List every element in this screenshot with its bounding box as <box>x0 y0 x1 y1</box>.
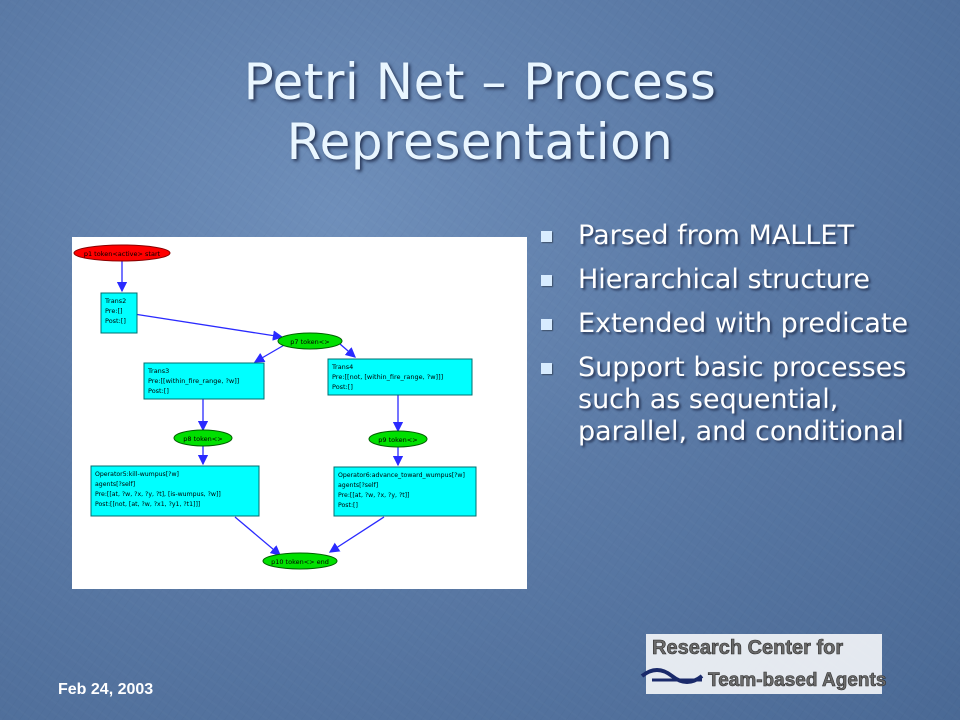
place-p7-label: p7 token<> <box>290 338 329 346</box>
place-p10-end <box>262 552 338 570</box>
arcs <box>116 260 404 556</box>
bullet-text: Support basic processes such as sequenti… <box>578 352 907 447</box>
arc-p7-trans3 <box>253 343 287 363</box>
bullet-text: Hierarchical structure <box>578 264 871 295</box>
transition-trans4-text: Trans4 Pre:[[not, [within_fire_range, ?w… <box>331 363 445 391</box>
place-p9-label: p9 token<> <box>378 436 417 444</box>
logo-line-2: Team-based Agents <box>708 670 886 691</box>
bullet-text: Extended with predicate <box>578 308 909 339</box>
transition-trans4 <box>327 358 473 396</box>
place-p8 <box>173 429 233 447</box>
logo-line-1: Research Center for <box>652 637 843 659</box>
transition-operator5-text: Operator5:kill-wumpus[?w] agents[?self] … <box>95 471 223 508</box>
transition-operator6-text: Operator6:advance_toward_wumpus[?w] agen… <box>338 472 467 509</box>
transition-operator6 <box>333 466 477 517</box>
place-p1-start <box>73 244 171 262</box>
place-p1-label: p1 token<active> start <box>84 250 161 258</box>
petri-net-diagram: p1 token<active> start p7 token<> p8 tok… <box>73 244 477 570</box>
bullet-item: Parsed from MALLET <box>540 220 920 252</box>
transition-trans2 <box>100 292 138 334</box>
square-bullet-icon <box>541 319 552 330</box>
footer-date: Feb 24, 2003 <box>58 681 154 698</box>
transition-trans3-text: Trans3 Pre:[[within_fire_range, ?w]] Pos… <box>147 367 241 395</box>
bullet-item: Extended with predicate <box>540 308 920 340</box>
bullet-list: Parsed from MALLET Hierarchical structur… <box>540 220 920 460</box>
place-p10-label: p10 token<> end <box>271 558 329 566</box>
arc-trans2-p7 <box>133 313 284 341</box>
title-line-1: Petri Net – Process <box>243 53 717 111</box>
place-p7 <box>277 332 343 350</box>
slide-title: Petri Net – Process Representation <box>120 52 840 172</box>
place-p8-label: p8 token<> <box>183 435 222 443</box>
square-bullet-icon <box>541 363 552 374</box>
bullet-item: Hierarchical structure <box>540 264 920 296</box>
title-line-2: Representation <box>286 113 674 171</box>
square-bullet-icon <box>541 275 552 286</box>
arc-op5-p10 <box>234 516 281 556</box>
transition-trans3 <box>143 362 265 400</box>
square-bullet-icon <box>541 231 552 242</box>
arc-op6-p10 <box>328 516 385 553</box>
transition-operator5 <box>90 465 260 517</box>
arc-p7-trans4 <box>339 343 356 358</box>
bullet-text: Parsed from MALLET <box>578 220 854 251</box>
transition-trans2-text: Trans2 Pre:[] Post:[] <box>104 297 128 325</box>
petri-net-figure: p1 token<active> start p7 token<> p8 tok… <box>72 237 527 589</box>
bullet-item: Support basic processes such as sequenti… <box>540 352 920 448</box>
research-center-logo: Research Center for Team-based Agents <box>640 634 887 694</box>
place-p9 <box>368 430 428 448</box>
